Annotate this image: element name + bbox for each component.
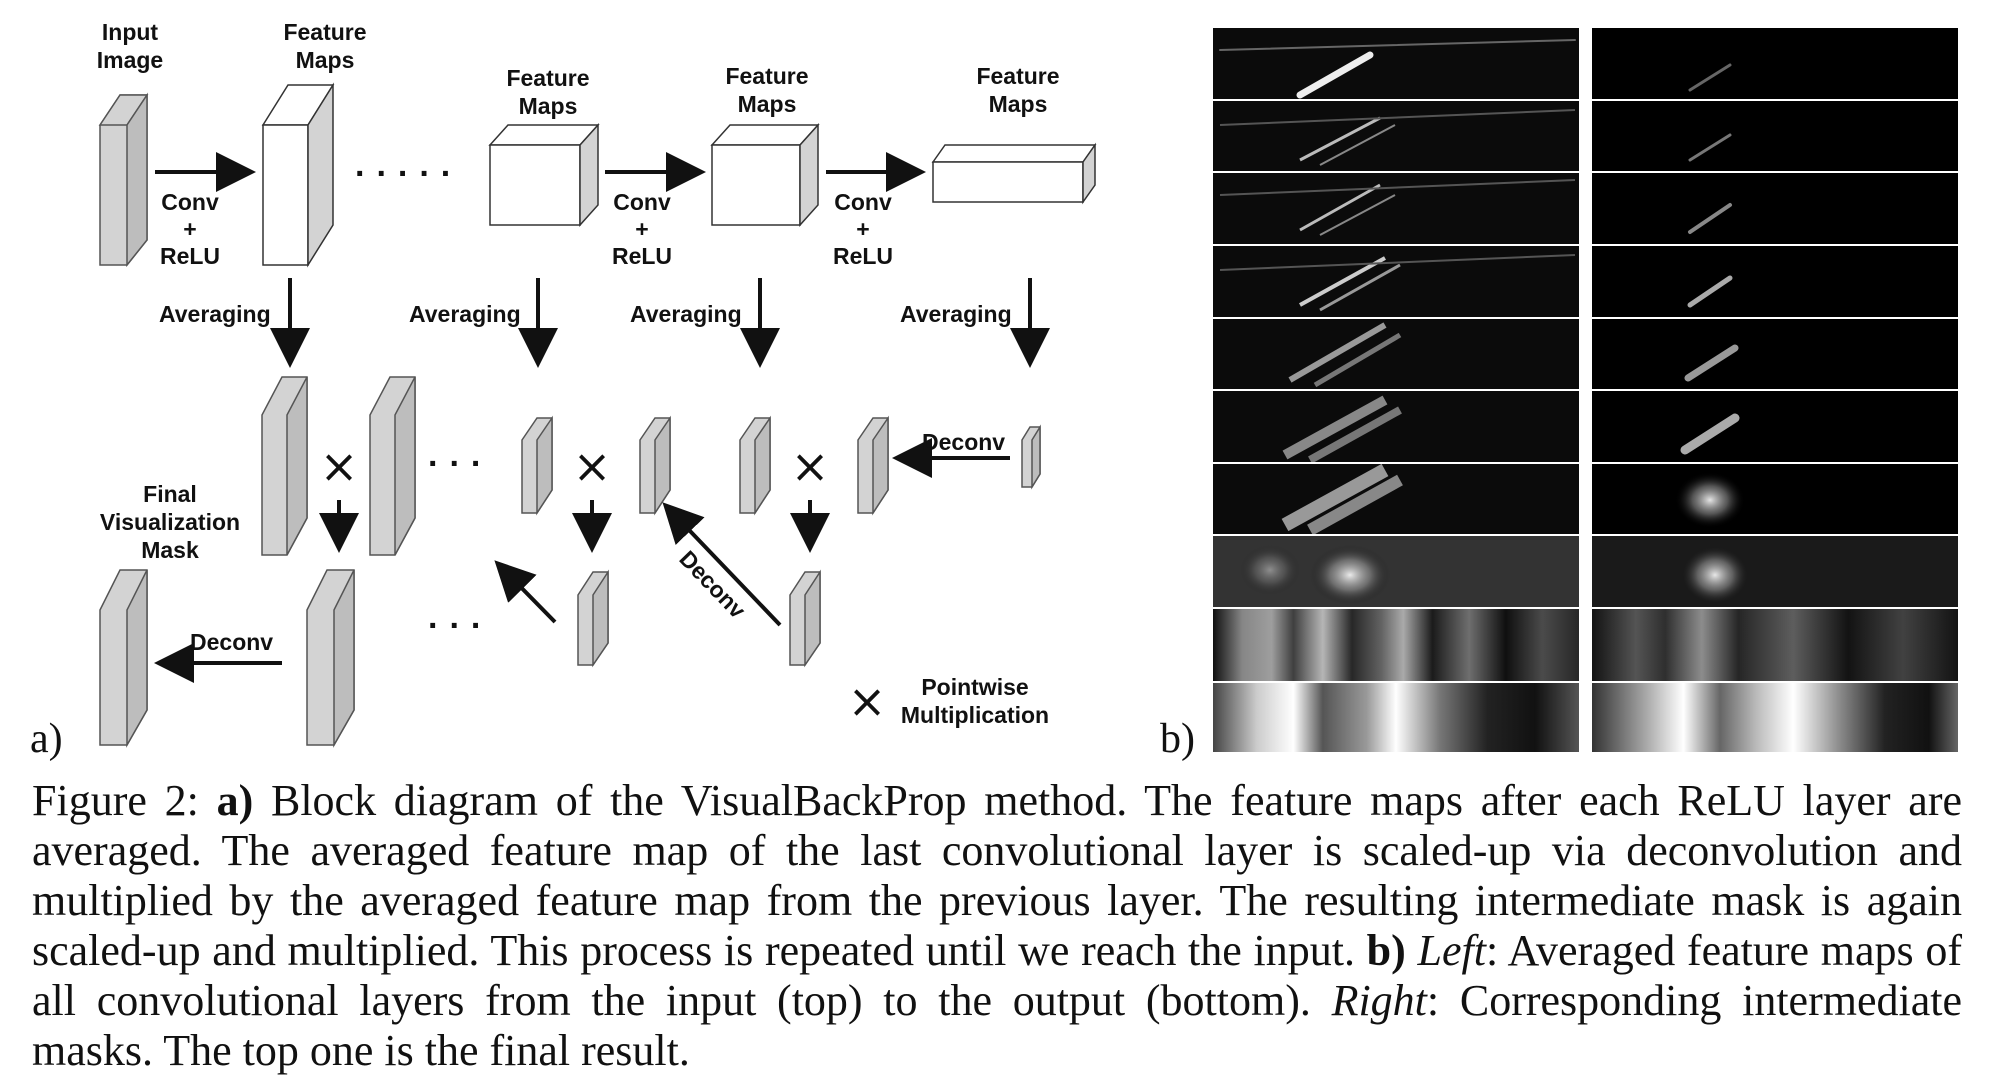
diagonal-arrow-left bbox=[494, 560, 557, 624]
intermediate-mask-slab-1 bbox=[306, 569, 355, 748]
left-row-3 bbox=[1219, 179, 1576, 236]
svg-text:Conv: Conv bbox=[834, 189, 892, 215]
block-diagram: Input Image Feature Maps Feature Maps Fe… bbox=[30, 19, 1097, 762]
feature-maps-label-1b: Maps bbox=[296, 47, 355, 73]
input-image-label-1: Input bbox=[102, 19, 159, 45]
left-row-4 bbox=[1219, 254, 1576, 312]
final-mask-slab bbox=[99, 569, 148, 748]
feature-maps-label-3a: Feature bbox=[725, 63, 808, 89]
feature-maps-label-1a: Feature bbox=[283, 19, 366, 45]
averaged-slab-1 bbox=[261, 376, 308, 556]
feature-maps-box-2 bbox=[488, 123, 600, 227]
feature-maps-label-4a: Feature bbox=[976, 63, 1059, 89]
right-row-10 bbox=[1592, 683, 1958, 752]
panel-a-label: a) bbox=[30, 716, 63, 762]
right-row-7 bbox=[1675, 472, 1745, 528]
legend-pointwise-1: Pointwise bbox=[921, 674, 1028, 700]
ellipsis-bottom: ... bbox=[428, 598, 492, 636]
final-mask-label-3: Mask bbox=[141, 537, 199, 563]
svg-text:+: + bbox=[856, 216, 869, 242]
averaged-slab-2 bbox=[369, 376, 416, 556]
caption-right-label: Right bbox=[1331, 976, 1427, 1025]
times-icon-3: × bbox=[791, 439, 830, 493]
left-row-10 bbox=[1213, 683, 1579, 752]
averaging-label-2: Averaging bbox=[409, 301, 521, 327]
averaged-slab-5 bbox=[739, 415, 771, 516]
right-row-8 bbox=[1592, 535, 1958, 607]
svg-text:+: + bbox=[635, 216, 648, 242]
averaging-label-4: Averaging bbox=[900, 301, 1012, 327]
feature-maps-label-3b: Maps bbox=[738, 91, 797, 117]
caption-text-a: Block diagram of the VisualBackProp meth… bbox=[32, 776, 1963, 975]
feature-maps-label-2b: Maps bbox=[519, 93, 578, 119]
ellipsis-top: ..... bbox=[355, 146, 462, 184]
legend-pointwise-2: Multiplication bbox=[901, 702, 1049, 728]
input-image-slab bbox=[98, 92, 149, 268]
final-mask-label-2: Visualization bbox=[100, 509, 240, 535]
times-icon-2: × bbox=[573, 439, 612, 493]
right-row-9 bbox=[1592, 609, 1958, 681]
conv-relu-label-3: Conv + ReLU bbox=[833, 189, 893, 269]
conv-relu-label-2: Conv + ReLU bbox=[612, 189, 672, 269]
feature-maps-box-3 bbox=[710, 123, 820, 227]
right-row-6 bbox=[1680, 413, 1740, 455]
caption-left-label: Left bbox=[1417, 926, 1486, 975]
right-row-5 bbox=[1684, 344, 1739, 382]
panel-b-label: b) bbox=[1160, 716, 1195, 762]
intermediate-mask-slab-3 bbox=[789, 569, 821, 668]
caption-figure-label: Figure 2: bbox=[32, 776, 199, 825]
right-row-3 bbox=[1688, 203, 1732, 234]
averaged-feature-maps-column bbox=[1213, 28, 1579, 752]
caption-a-label: a) bbox=[216, 776, 254, 825]
averaged-slab-6 bbox=[857, 415, 889, 516]
svg-text:Conv: Conv bbox=[161, 189, 219, 215]
intermediate-mask-slab-2 bbox=[577, 569, 609, 668]
feature-maps-label-4b: Maps bbox=[989, 91, 1048, 117]
averaging-label-1: Averaging bbox=[159, 301, 271, 327]
svg-text:ReLU: ReLU bbox=[833, 243, 893, 269]
deconv-label-bottom: Deconv bbox=[190, 629, 273, 655]
left-row-6 bbox=[1282, 395, 1402, 464]
figure-2-graphic: Input Image Feature Maps Feature Maps Fe… bbox=[30, 19, 1958, 762]
averaged-slab-7 bbox=[1021, 424, 1041, 490]
caption-b-label: b) bbox=[1366, 926, 1406, 975]
feature-maps-label-2a: Feature bbox=[506, 65, 589, 91]
conv-relu-label-1: Conv + ReLU bbox=[160, 189, 220, 269]
right-row-4 bbox=[1687, 275, 1733, 308]
left-row-5 bbox=[1288, 322, 1402, 388]
averaging-label-3: Averaging bbox=[630, 301, 742, 327]
final-mask-label-1: Final bbox=[143, 481, 197, 507]
times-icon-1: × bbox=[320, 439, 359, 493]
deconv-arrow-diagonal bbox=[662, 502, 782, 627]
feature-maps-box-4 bbox=[931, 142, 1097, 205]
input-image-label-2: Image bbox=[97, 47, 163, 73]
panel-b-images: b) bbox=[1160, 28, 1958, 762]
svg-text:ReLU: ReLU bbox=[160, 243, 220, 269]
figure-caption: Figure 2: a) Block diagram of the Visual… bbox=[32, 776, 1962, 1076]
right-row-1 bbox=[1688, 63, 1732, 92]
legend-times-icon: × bbox=[848, 674, 887, 728]
left-row-7 bbox=[1281, 463, 1403, 536]
left-row-1 bbox=[1219, 39, 1576, 99]
svg-text:Conv: Conv bbox=[613, 189, 671, 215]
left-row-9 bbox=[1213, 609, 1579, 681]
deconv-label-top: Deconv bbox=[922, 429, 1005, 455]
caption-text-left: : Averaged feature maps of all convoluti… bbox=[32, 926, 1963, 1025]
feature-maps-box-1 bbox=[261, 82, 335, 268]
ellipsis-mid: ... bbox=[428, 436, 492, 474]
svg-text:+: + bbox=[183, 216, 196, 242]
caption-text-right: : Corresponding intermediate masks. The … bbox=[32, 976, 1962, 1075]
averaged-slab-3 bbox=[521, 415, 553, 516]
intermediate-masks-column bbox=[1592, 28, 1958, 752]
left-row-2 bbox=[1219, 109, 1576, 166]
svg-text:ReLU: ReLU bbox=[612, 243, 672, 269]
averaged-slab-4 bbox=[639, 415, 671, 516]
right-row-2 bbox=[1688, 133, 1732, 162]
